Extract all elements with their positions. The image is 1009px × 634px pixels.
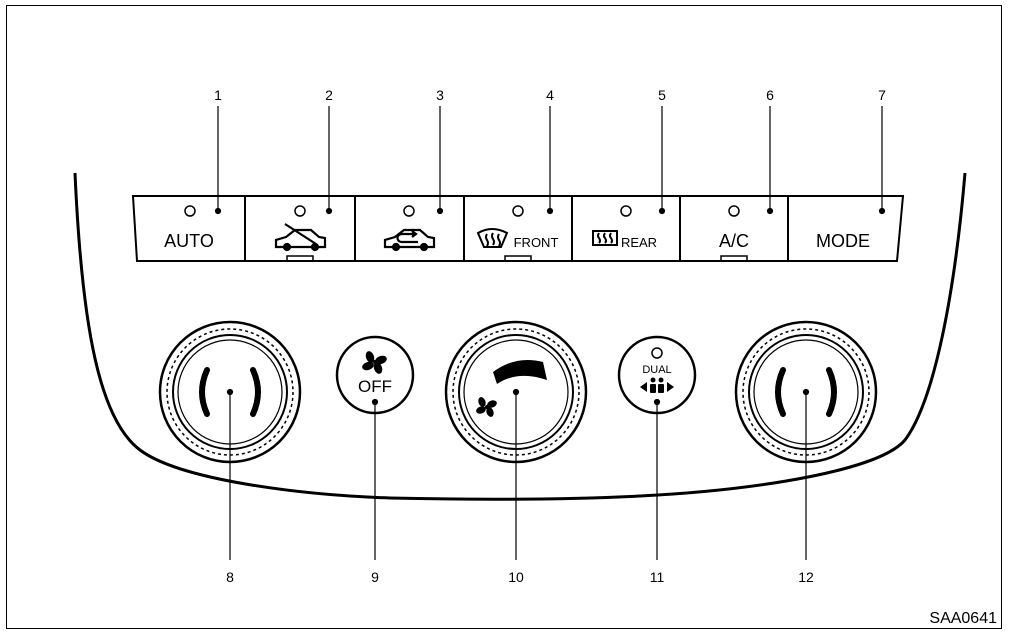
fan-icon: [476, 397, 497, 417]
callout-4: 4: [546, 87, 554, 103]
outside-air-button[interactable]: [274, 223, 327, 252]
front-defrost-button[interactable]: FRONT: [476, 228, 559, 250]
ac-button[interactable]: A/C: [719, 231, 749, 251]
callout-9: 9: [371, 569, 379, 585]
front-defroster-icon: [476, 228, 509, 248]
right-temperature-dial[interactable]: [734, 320, 878, 464]
indicator-lights: [184, 205, 748, 262]
front-defrost-label: FRONT: [514, 235, 559, 250]
left-temperature-dial[interactable]: [158, 320, 302, 464]
callout-2: 2: [325, 87, 333, 103]
rear-defrost-button[interactable]: REAR: [592, 230, 657, 250]
figure-code: SAA0641: [929, 610, 997, 627]
auto-button[interactable]: AUTO: [164, 231, 214, 251]
button-strip: [131, 195, 905, 262]
mode-button[interactable]: MODE: [816, 231, 870, 251]
panel-outline: [73, 172, 967, 501]
callout-leaders: [214, 106, 886, 560]
callout-6: 6: [766, 87, 774, 103]
callout-5: 5: [658, 87, 666, 103]
mode-button-label: MODE: [816, 231, 870, 251]
recirculation-button[interactable]: [383, 228, 436, 252]
auto-button-label: AUTO: [164, 231, 214, 251]
diagram-frame: [6, 5, 1002, 629]
callout-12: 12: [798, 569, 814, 585]
callout-7: 7: [878, 87, 886, 103]
callout-11: 11: [650, 569, 665, 585]
callout-1: 1: [214, 87, 222, 103]
car-recirculation-icon: [383, 228, 436, 252]
fan-speed-arc: [493, 359, 547, 384]
fan-off-button[interactable]: OFF: [335, 335, 415, 415]
fan-off-label: OFF: [358, 377, 392, 396]
fan-icon: [362, 351, 387, 374]
rear-defroster-icon: [592, 230, 618, 246]
ac-button-label: A/C: [719, 231, 749, 251]
dual-arrows-icon: [640, 377, 674, 393]
callout-10: 10: [508, 569, 524, 585]
callout-8: 8: [226, 569, 234, 585]
dual-button[interactable]: DUAL: [617, 335, 697, 415]
callout-3: 3: [436, 87, 444, 103]
car-outside-air-icon: [274, 223, 327, 252]
fan-speed-dial[interactable]: [444, 320, 588, 464]
dual-label: DUAL: [642, 364, 671, 376]
rear-defrost-label: REAR: [621, 235, 657, 250]
